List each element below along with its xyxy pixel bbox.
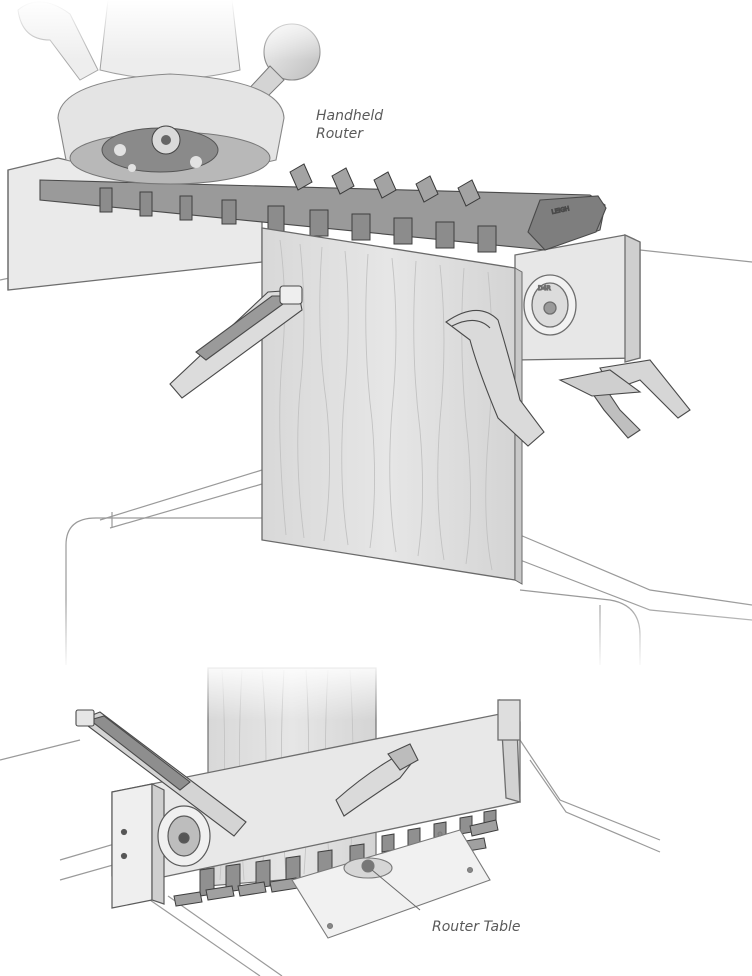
- top-view-handheld-setup: D4R LEIGH: [0, 0, 752, 670]
- right-clamp-handle[interactable]: [558, 359, 691, 439]
- router-table-label: Router Table: [432, 919, 521, 935]
- handheld-router: [0, 0, 340, 185]
- dial-marking: D4R: [538, 285, 551, 292]
- handheld-router-label-line-2: Router: [316, 126, 364, 142]
- lower-cam-clamp[interactable]: [335, 743, 419, 817]
- workpiece-board: [261, 227, 523, 585]
- router-table-leader-line: [371, 869, 421, 911]
- jig-end-block: D4R: [514, 233, 641, 363]
- lower-left-clamp-lever[interactable]: [75, 709, 247, 837]
- right-cam-clamp[interactable]: [445, 309, 545, 447]
- left-clamp-lever[interactable]: [169, 285, 303, 399]
- bottom-view-router-table-setup: [0, 660, 661, 976]
- handheld-router-label-line-1: Handheld: [316, 108, 384, 124]
- template-comb-tops: [289, 163, 481, 207]
- wood-grain: [279, 239, 493, 571]
- handheld-router-label: Handheld Router: [316, 107, 383, 143]
- lower-end-block: [111, 783, 211, 909]
- template-brand: LEIGH: [551, 205, 570, 216]
- router-table-insert-plate: [291, 829, 491, 939]
